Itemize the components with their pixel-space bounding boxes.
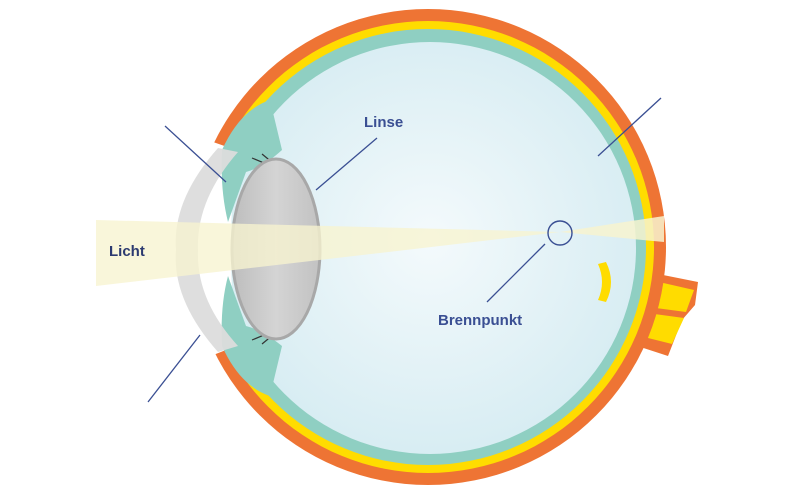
focal-point-leader — [486, 243, 546, 303]
cornea — [175, 148, 238, 352]
retina-leader — [597, 97, 662, 157]
iris-lower — [221, 276, 282, 396]
label-focal-point: Brennpunkt — [438, 312, 522, 329]
light-beam — [96, 216, 664, 286]
optic-disc — [598, 262, 611, 302]
light-beam-incoming — [96, 220, 560, 286]
vitreous-body — [224, 42, 636, 454]
leader-lines — [147, 97, 662, 403]
light-beam-after-focus — [560, 216, 664, 242]
cornea-upper-leader — [164, 125, 227, 183]
iris-upper — [221, 100, 282, 222]
label-lens: Linse — [364, 114, 403, 131]
focal-point-marker — [547, 220, 573, 246]
label-light: Licht — [109, 243, 145, 260]
cornea-lower-leader — [147, 334, 201, 403]
lens-leader — [315, 137, 378, 191]
ciliary-body — [221, 100, 282, 396]
